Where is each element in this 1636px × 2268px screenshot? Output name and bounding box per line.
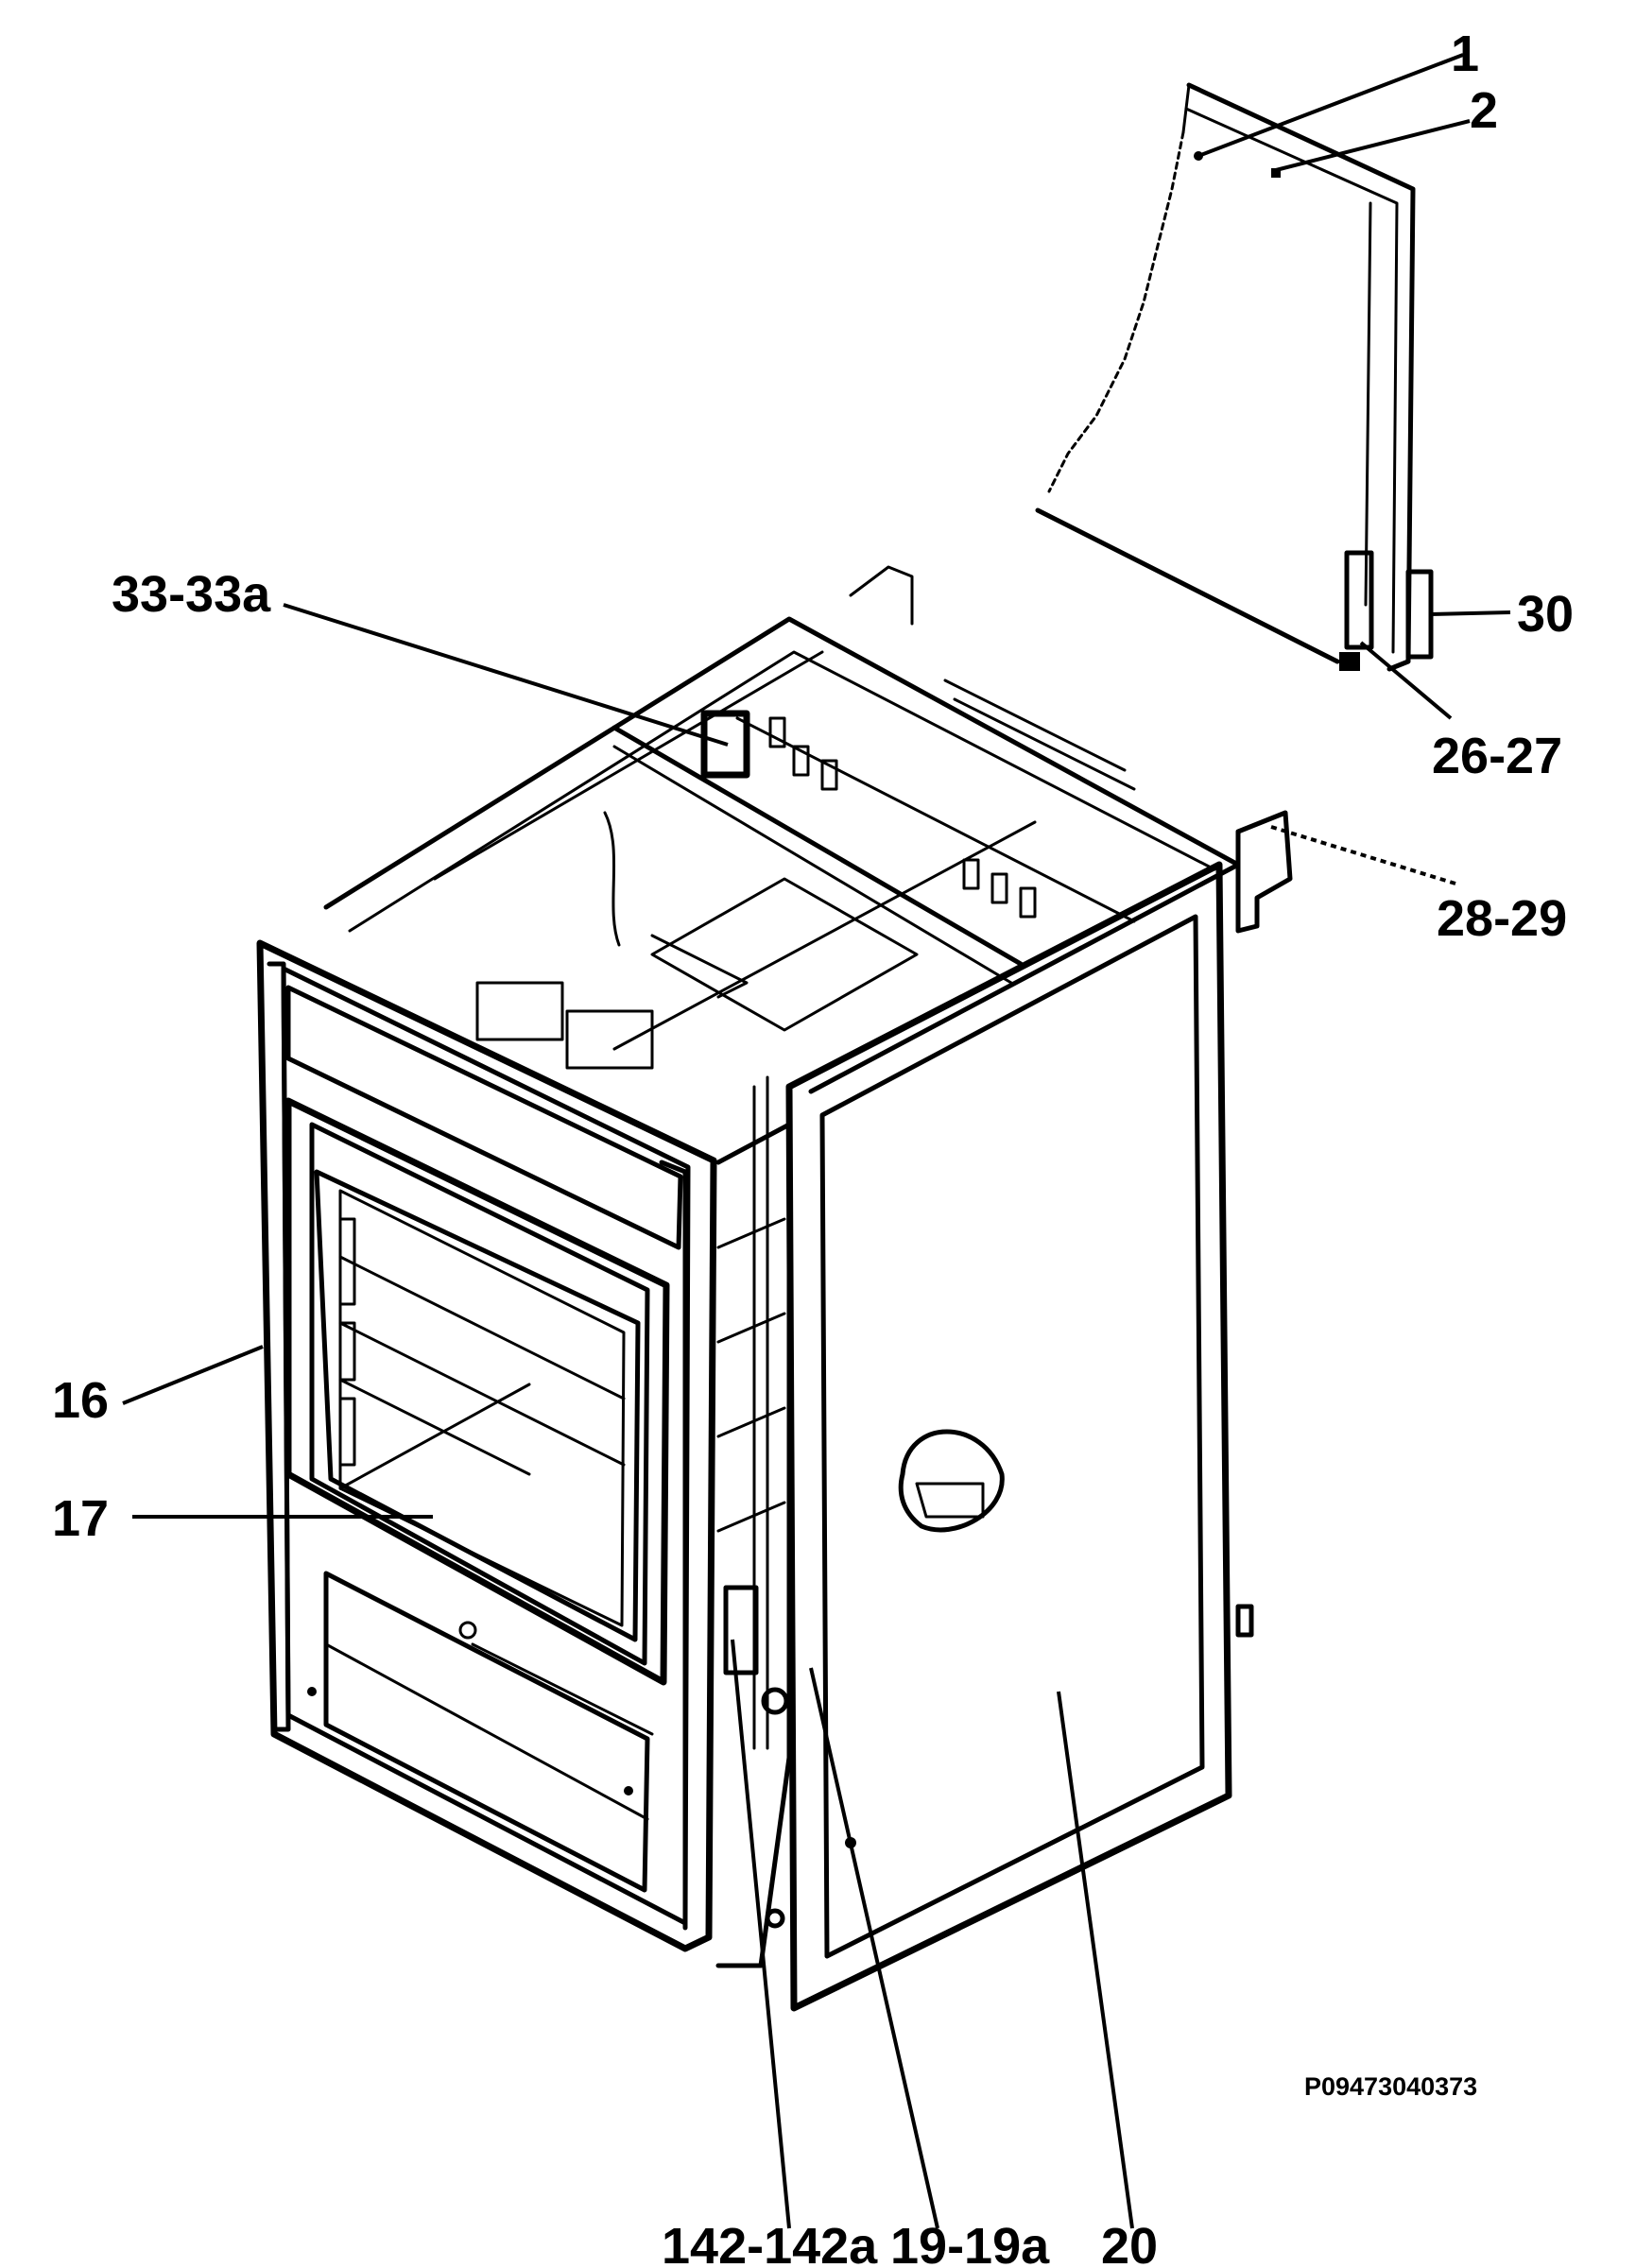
callout-16: 16 — [52, 1372, 109, 1429]
leader-19-19a — [809, 1667, 939, 2229]
leader-142-142a — [731, 1639, 791, 2229]
leader-20 — [1057, 1691, 1134, 2229]
callout-17: 17 — [52, 1490, 109, 1547]
leader-1 — [1197, 53, 1464, 158]
callout-30: 30 — [1517, 586, 1574, 643]
leader-lines — [122, 53, 1511, 2229]
cabinet-body — [323, 565, 1293, 1094]
callout-20: 20 — [1101, 2218, 1158, 2268]
inner-side-rails — [715, 1075, 792, 1968]
side-panel — [785, 861, 1254, 2012]
callout-19-19a: 19-19a — [890, 2218, 1050, 2268]
drawing-code: P09473040373 — [1304, 2072, 1477, 2101]
callout-26-27: 26-27 — [1432, 728, 1562, 784]
leader-16 — [122, 1345, 264, 1405]
leader-30 — [1428, 610, 1511, 616]
rear-panel — [1035, 82, 1434, 672]
callout-33-33a: 33-33a — [112, 566, 271, 623]
callout-1: 1 — [1451, 26, 1479, 82]
leader-2 — [1275, 119, 1471, 172]
leader-26-27 — [1359, 641, 1453, 720]
callout-2: 2 — [1470, 82, 1498, 139]
callout-28-29: 28-29 — [1437, 890, 1567, 947]
leader-28-29 — [1270, 825, 1456, 885]
leader-33-33a — [283, 603, 729, 747]
front-frame — [256, 939, 717, 1952]
callout-142-142a: 142-142a — [662, 2218, 878, 2268]
